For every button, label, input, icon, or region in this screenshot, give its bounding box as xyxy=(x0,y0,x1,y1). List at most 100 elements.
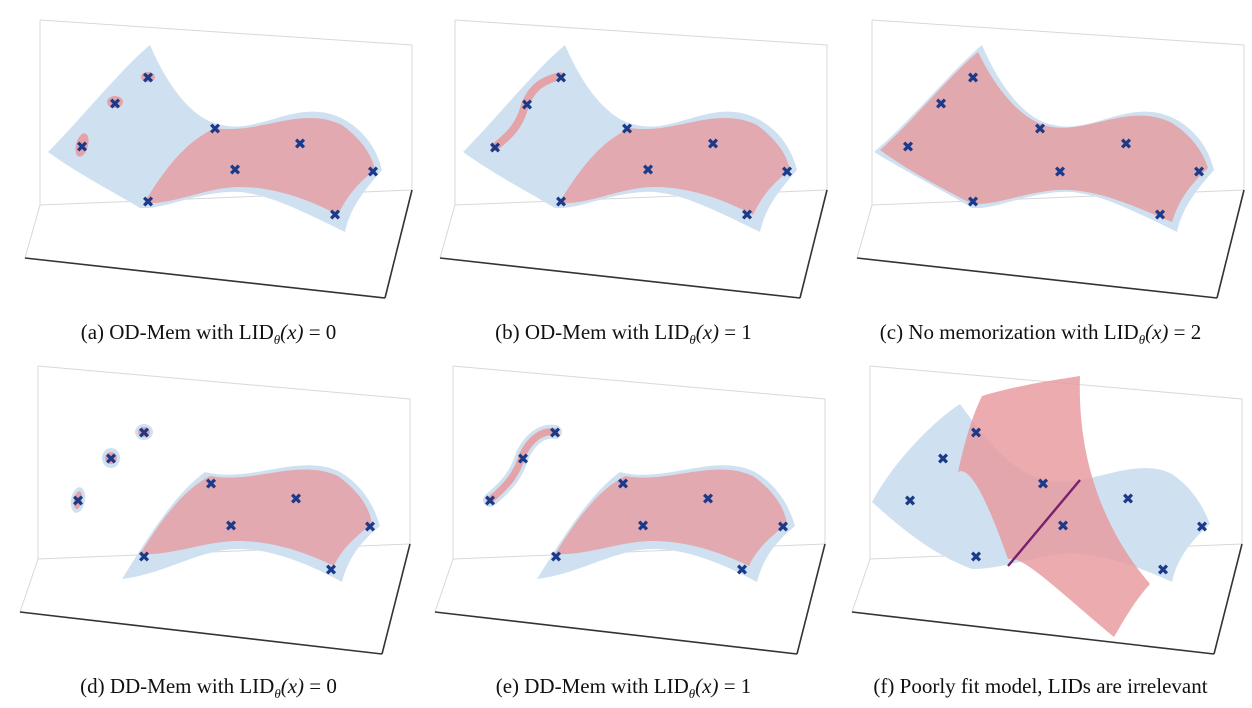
data-point: ✖ xyxy=(329,206,342,224)
data-point: ✖ xyxy=(967,193,980,211)
caption-a: (a) OD-Mem with LIDθ(x) = 0 xyxy=(0,320,417,348)
data-point: ✖ xyxy=(549,424,562,442)
model-manifold xyxy=(555,469,787,566)
data-point: ✖ xyxy=(781,163,794,181)
data-point: ✖ xyxy=(138,548,151,566)
data-point: ✖ xyxy=(1120,135,1133,153)
caption-text: (e) DD-Mem with LID xyxy=(495,674,689,698)
caption-subscript: θ xyxy=(274,686,281,701)
data-point: ✖ xyxy=(325,561,338,579)
caption-text: (d) DD-Mem with LID xyxy=(80,674,275,698)
caption-value: = 1 xyxy=(723,674,752,698)
data-point: ✖ xyxy=(489,139,502,157)
intersection-line xyxy=(1007,479,1081,567)
data-point: ✖ xyxy=(970,424,983,442)
memorized-curve xyxy=(486,428,559,504)
plot-c: ✖ ✖ ✖ ✖ ✖ ✖ ✖ ✖ ✖ xyxy=(856,19,1245,299)
data-point: ✖ xyxy=(937,450,950,468)
data-point: ✖ xyxy=(970,548,983,566)
data-points: ✖ ✖ ✖ ✖ ✖ ✖ ✖ ✖ ✖ xyxy=(76,69,380,224)
model-manifold xyxy=(880,52,1208,222)
data-point: ✖ xyxy=(76,138,89,156)
data-point: ✖ xyxy=(105,450,118,468)
data-point: ✖ xyxy=(1122,490,1135,508)
data-point: ✖ xyxy=(637,517,650,535)
data-point: ✖ xyxy=(617,475,630,493)
data-point: ✖ xyxy=(1193,163,1206,181)
data-point: ✖ xyxy=(109,95,122,113)
data-point: ✖ xyxy=(1054,163,1067,181)
data-point: ✖ xyxy=(142,193,155,211)
caption-argument: (x) xyxy=(1145,320,1169,344)
data-point: ✖ xyxy=(555,193,568,211)
panel-d: ✖ ✖ ✖ ✖ ✖ ✖ ✖ ✖ ✖ (d) DD-Mem with LIDθ(x… xyxy=(0,354,417,708)
plot-e: ✖ ✖ ✖ ✖ ✖ ✖ ✖ ✖ ✖ xyxy=(434,365,826,655)
memorized-point-region xyxy=(75,133,89,157)
caption-argument: (x) xyxy=(280,320,304,344)
data-point: ✖ xyxy=(229,161,242,179)
data-point: ✖ xyxy=(294,135,307,153)
caption-value: = 0 xyxy=(309,674,337,698)
data-point: ✖ xyxy=(225,517,238,535)
memorized-point-region xyxy=(73,491,83,509)
data-point: ✖ xyxy=(521,96,534,114)
data-point: ✖ xyxy=(777,518,790,536)
caption-e: (e) DD-Mem with LIDθ(x) = 1 xyxy=(415,674,832,702)
caption-value: = 2 xyxy=(1173,320,1202,344)
data-point: ✖ xyxy=(72,492,85,510)
data-point: ✖ xyxy=(138,424,151,442)
caption-text: (b) OD-Mem with LID xyxy=(495,320,690,344)
model-manifold xyxy=(559,118,790,215)
caption-argument: (x) xyxy=(695,674,719,698)
data-point: ✖ xyxy=(290,490,303,508)
data-point: ✖ xyxy=(142,69,155,87)
data-point: ✖ xyxy=(1154,206,1167,224)
caption-subscript: θ xyxy=(688,686,696,701)
data-point: ✖ xyxy=(707,135,720,153)
box-axes xyxy=(24,19,413,299)
data-point: ✖ xyxy=(550,548,563,566)
panel-f: ✖ ✖ ✖ ✖ ✖ ✖ ✖ ✖ ✖ (f) Poorly fit model, … xyxy=(832,354,1249,708)
panel-e: ✖ ✖ ✖ ✖ ✖ ✖ ✖ ✖ ✖ (e) DD-Mem with LIDθ(x… xyxy=(415,354,832,708)
data-points: ✖ ✖ ✖ ✖ ✖ ✖ ✖ ✖ ✖ xyxy=(484,424,790,579)
caption-value: = 1 xyxy=(724,320,752,344)
caption-text: (f) Poorly fit model, LIDs are irrelevan… xyxy=(873,674,1208,698)
data-point: ✖ xyxy=(621,120,634,138)
memorized-point-region xyxy=(141,72,155,82)
data-point: ✖ xyxy=(1057,517,1070,535)
data-point: ✖ xyxy=(367,163,380,181)
panel-b: ✖ ✖ ✖ ✖ ✖ ✖ ✖ ✖ ✖ (b) OD-Mem with LIDθ(x… xyxy=(415,0,832,354)
data-point: ✖ xyxy=(484,492,497,510)
plot-f: ✖ ✖ ✖ ✖ ✖ ✖ ✖ ✖ ✖ xyxy=(851,365,1243,655)
panel-c: ✖ ✖ ✖ ✖ ✖ ✖ ✖ ✖ ✖ (c) No memorization wi… xyxy=(832,0,1249,354)
data-point: ✖ xyxy=(904,492,917,510)
model-manifold xyxy=(144,118,375,215)
data-points: ✖ ✖ ✖ ✖ ✖ ✖ ✖ ✖ ✖ xyxy=(72,424,377,579)
plot-d: ✖ ✖ ✖ ✖ ✖ ✖ ✖ ✖ ✖ xyxy=(19,365,411,655)
data-point: ✖ xyxy=(736,561,749,579)
data-point: ✖ xyxy=(209,120,222,138)
caption-f: (f) Poorly fit model, LIDs are irrelevan… xyxy=(832,674,1249,699)
caption-subscript: θ xyxy=(273,332,281,347)
data-points: ✖ ✖ ✖ ✖ ✖ ✖ ✖ ✖ ✖ xyxy=(489,69,794,224)
data-point: ✖ xyxy=(364,518,377,536)
caption-d: (d) DD-Mem with LIDθ(x) = 0 xyxy=(0,674,417,702)
caption-value: = 0 xyxy=(308,320,337,344)
plot-a: ✖ ✖ ✖ ✖ ✖ ✖ ✖ ✖ ✖ xyxy=(24,19,413,299)
caption-c: (c) No memorization with LIDθ(x) = 2 xyxy=(832,320,1249,348)
memorized-point-region xyxy=(107,96,123,108)
caption-subscript: θ xyxy=(689,332,696,347)
data-point: ✖ xyxy=(1037,475,1050,493)
memorized-point-region xyxy=(105,452,117,464)
data-point: ✖ xyxy=(702,490,715,508)
data-point: ✖ xyxy=(555,69,568,87)
caption-text: (c) No memorization with LID xyxy=(879,320,1139,344)
data-point: ✖ xyxy=(967,69,980,87)
data-point: ✖ xyxy=(1034,120,1047,138)
data-point: ✖ xyxy=(935,95,948,113)
data-points: ✖ ✖ ✖ ✖ ✖ ✖ ✖ ✖ ✖ xyxy=(904,424,1209,579)
caption-text: (a) OD-Mem with LID xyxy=(80,320,274,344)
model-manifold xyxy=(140,469,372,566)
data-point: ✖ xyxy=(1157,561,1170,579)
plot-b: ✖ ✖ ✖ ✖ ✖ ✖ ✖ ✖ ✖ xyxy=(439,19,828,299)
